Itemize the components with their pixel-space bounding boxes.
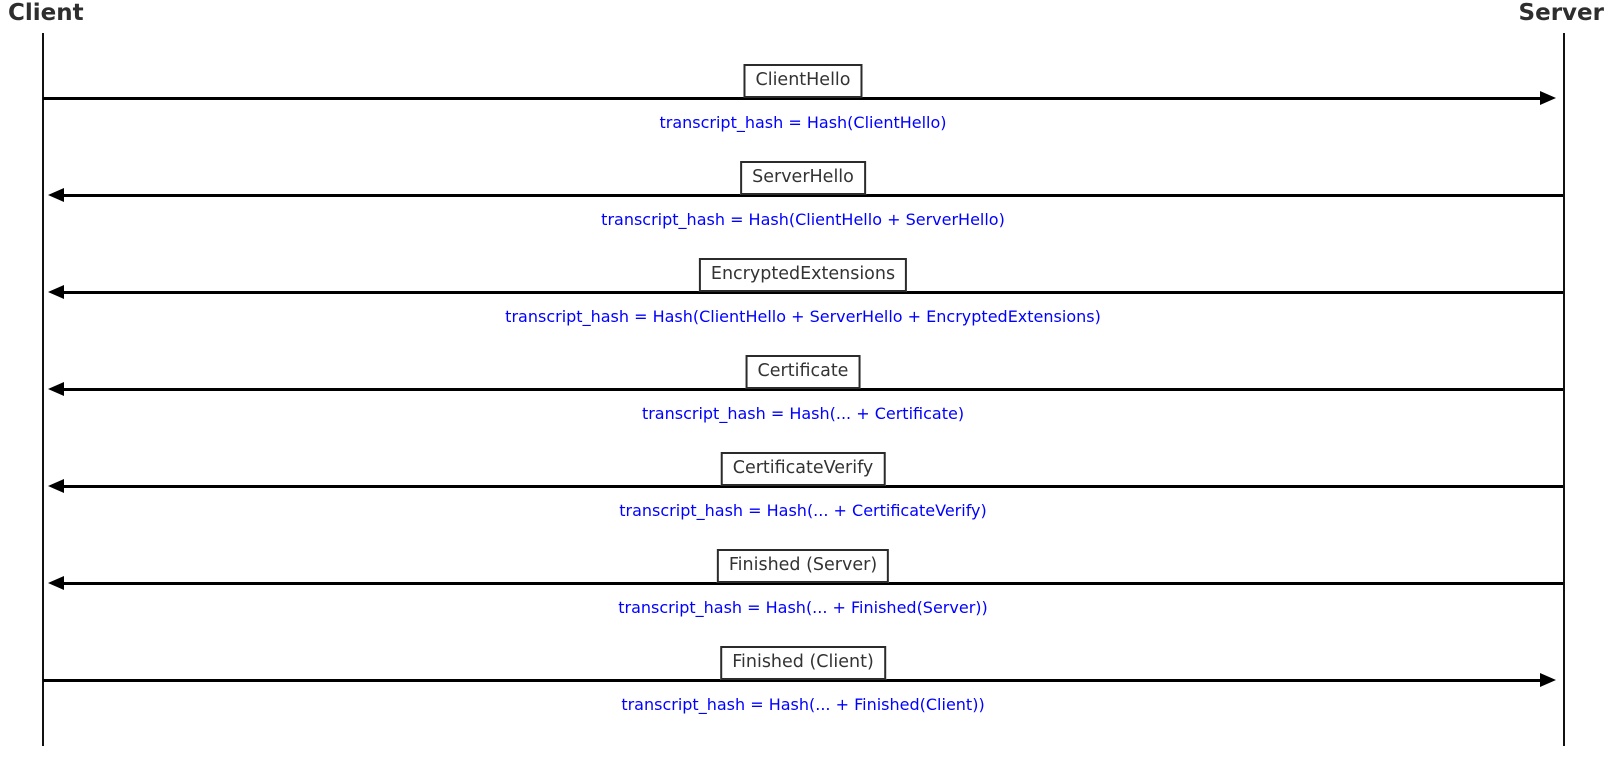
message-arrow — [48, 479, 1563, 493]
message-arrow — [43, 673, 1556, 687]
message-label: CertificateVerify — [732, 458, 874, 478]
actor-label-server: Server — [1518, 0, 1604, 26]
message-label: Finished (Client) — [732, 652, 874, 672]
message-label: Finished (Server) — [728, 555, 878, 575]
message-arrow — [48, 576, 1563, 590]
transcript-hash-annotation: transcript_hash = Hash(... + Certificate… — [619, 501, 987, 520]
transcript-hash-annotation: transcript_hash = Hash(ClientHello) — [659, 113, 947, 132]
transcript-hash-annotation: transcript_hash = Hash(... + Finished(Cl… — [621, 695, 985, 714]
client-lifeline — [41, 33, 44, 746]
message-label: Certificate — [757, 361, 849, 381]
server-lifeline — [1562, 33, 1565, 746]
message-label: ClientHello — [755, 70, 851, 90]
actor-label-client: Client — [8, 0, 84, 26]
message-arrow — [48, 188, 1563, 202]
message-arrow — [48, 382, 1563, 396]
transcript-hash-annotation: transcript_hash = Hash(ClientHello + Ser… — [505, 307, 1101, 326]
transcript-hash-annotation: transcript_hash = Hash(ClientHello + Ser… — [601, 210, 1005, 229]
message-arrow — [48, 285, 1563, 299]
message-label-box: Finished (Server) — [716, 549, 890, 583]
message-label-box: ServerHello — [740, 161, 866, 195]
message-label-box: Certificate — [745, 355, 861, 389]
message-label: EncryptedExtensions — [710, 264, 896, 284]
message-arrow — [43, 91, 1556, 105]
transcript-hash-annotation: transcript_hash = Hash(... + Finished(Se… — [618, 598, 988, 617]
message-label-box: ClientHello — [743, 64, 863, 98]
message-label: ServerHello — [752, 167, 854, 187]
message-label-box: EncryptedExtensions — [698, 258, 908, 292]
transcript-hash-annotation: transcript_hash = Hash(... + Certificate… — [641, 404, 965, 423]
message-label-box: Finished (Client) — [720, 646, 886, 680]
message-label-box: CertificateVerify — [720, 452, 886, 486]
